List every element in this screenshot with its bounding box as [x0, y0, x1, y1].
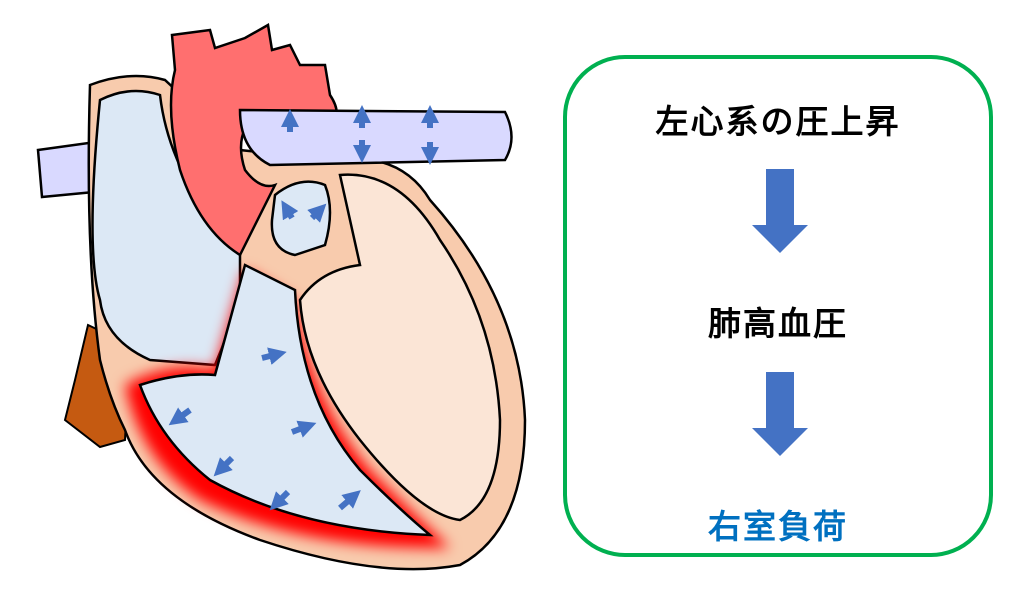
- step-left-pressure-rise: 左心系の圧上昇: [655, 102, 901, 141]
- aorta: [169, 23, 338, 257]
- pressure-arrows: [168, 105, 439, 511]
- left-atrium: [270, 180, 332, 257]
- step-right-ventricle-load: 右室負荷: [708, 507, 848, 546]
- flow-box: 左心系の圧上昇 肺高血圧 右室負荷: [563, 55, 993, 557]
- heart-diagram: [36, 23, 527, 571]
- down-arrow-icon: [752, 169, 808, 253]
- right-ventricle: [138, 263, 434, 537]
- pulmonary-artery: [238, 108, 513, 167]
- down-arrow-icon: [752, 372, 808, 456]
- step-pulmonary-hypertension: 肺高血圧: [708, 304, 848, 343]
- left-ventricle: [298, 173, 502, 522]
